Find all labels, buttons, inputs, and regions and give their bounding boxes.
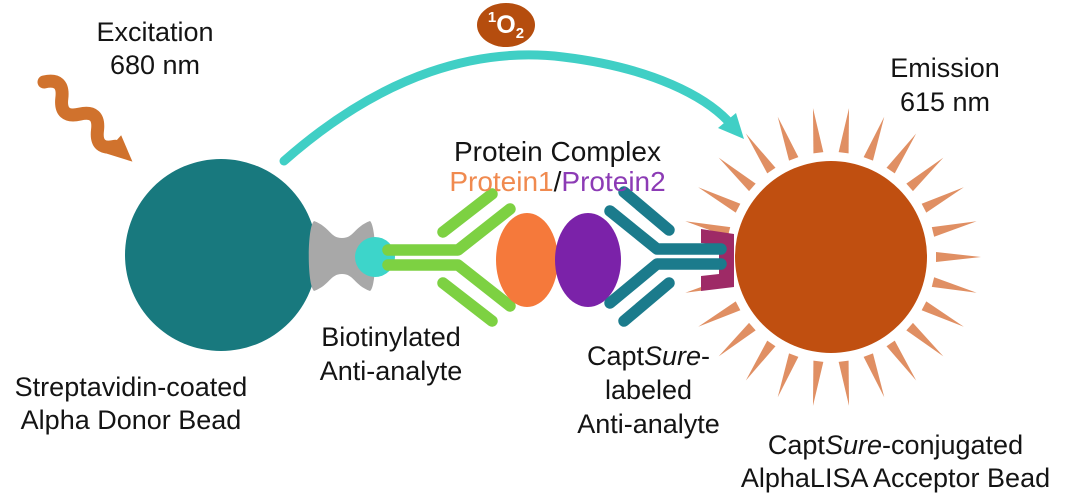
acceptor-bead-label: CaptSure-conjugated AlphaLISA Acceptor B… <box>713 429 1078 495</box>
acceptor-bead-line2: AlphaLISA Acceptor Bead <box>740 463 1051 493</box>
donor-bead <box>125 159 317 351</box>
donor-bead-label: Streptavidin-coated Alpha Donor Bead <box>0 371 266 437</box>
teal-heavy-chain-bottom <box>604 258 727 309</box>
protein-complex-title: Protein Complex <box>454 136 661 167</box>
singlet-oxygen-subscript: 2 <box>515 24 525 42</box>
acceptor-captsure-italic: Sure <box>824 430 882 460</box>
protein1-label: Protein1 <box>449 166 554 197</box>
energy-transfer-arc <box>279 50 733 166</box>
energy-transfer-arrowhead-icon <box>718 113 744 139</box>
singlet-oxygen-superscript: 1 <box>487 8 497 26</box>
captsure-antibody-line2: labeled <box>604 375 693 405</box>
biotin-linker <box>355 237 395 277</box>
acceptor-bead-line1: CaptSure-conjugated <box>713 429 1078 462</box>
protein1-ellipse <box>496 213 558 307</box>
captsure-antibody-line3: Anti-analyte <box>577 409 720 439</box>
teal-heavy-chain-top <box>604 205 727 255</box>
donor-bead-line2: Alpha Donor Bead <box>20 405 242 435</box>
protein-complex-label: Protein Complex Protein1/Protein2 <box>420 136 695 197</box>
captsure-hyphen: - <box>701 341 711 371</box>
acceptor-captsure-rest: -conjugated <box>881 430 1024 460</box>
green-heavy-chain-top <box>382 203 516 256</box>
excitation-line2: 680 nm <box>109 50 201 80</box>
singlet-oxygen-symbol: O <box>496 10 516 39</box>
captsure-tag <box>701 229 734 291</box>
biotinylated-antibody <box>382 188 516 327</box>
acceptor-bead <box>735 161 927 353</box>
excitation-arrow-icon <box>37 74 133 162</box>
captsure-antibody <box>604 186 727 327</box>
emission-line2: 615 nm <box>899 87 991 117</box>
excitation-arrowhead-icon <box>105 135 133 162</box>
protein-separator: / <box>553 166 562 197</box>
protein2-label: Protein2 <box>561 166 666 197</box>
captsure-italic: Sure <box>644 341 702 371</box>
singlet-oxygen-badge <box>477 3 535 47</box>
captsure-antibody-line1: CaptSure- <box>556 339 741 373</box>
teal-light-chain-bottom <box>618 277 675 327</box>
emission-label: Emission 615 nm <box>845 51 1045 119</box>
teal-light-chain-top <box>618 186 675 236</box>
excitation-line1: Excitation <box>96 17 214 47</box>
donor-bead-line1: Streptavidin-coated <box>14 372 248 402</box>
streptavidin-shape <box>308 221 376 291</box>
acceptor-captsure-prefix: Capt <box>767 430 825 460</box>
protein-complex-members: Protein1/Protein2 <box>420 167 695 197</box>
energy-transfer-arrow <box>279 50 744 166</box>
protein2-ellipse <box>555 213 621 307</box>
captsure-antibody-label: CaptSure- labeled Anti-analyte <box>556 339 741 441</box>
excitation-wave <box>37 74 122 154</box>
green-light-chain-top <box>437 188 498 238</box>
green-light-chain-bottom <box>437 277 498 327</box>
excitation-label: Excitation 680 nm <box>55 16 255 82</box>
biotinylated-line2: Anti-analyte <box>319 356 463 386</box>
emission-line1: Emission <box>890 53 1000 83</box>
green-heavy-chain-bottom <box>382 259 516 312</box>
biotinylated-label: Biotinylated Anti-analyte <box>296 320 486 388</box>
captsure-prefix: Capt <box>586 341 644 371</box>
biotinylated-line1: Biotinylated <box>321 322 461 352</box>
